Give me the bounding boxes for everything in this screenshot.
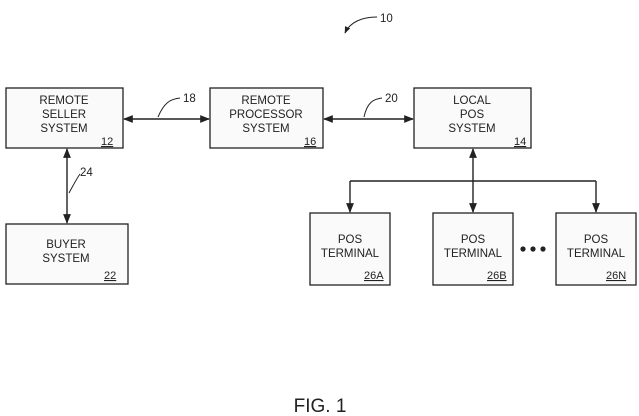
- ellipsis-dot: [520, 246, 525, 251]
- local-pos-system-box: LOCAL POS SYSTEM 14: [414, 88, 531, 148]
- pos-terminal-26b-number: 26B: [487, 270, 507, 282]
- remote-processor-line2: PROCESSOR: [229, 109, 303, 121]
- overall-reference: 10: [345, 13, 393, 33]
- local-pos-line1: LOCAL: [453, 95, 491, 107]
- buyer-line2: SYSTEM: [42, 253, 89, 265]
- link-24-leader: [69, 174, 80, 193]
- overall-ref-number: 10: [380, 13, 393, 25]
- ellipsis-dots: [520, 246, 545, 251]
- local-pos-terminal-bus: [350, 149, 596, 212]
- pos-terminal-26b-line1: POS: [461, 234, 486, 246]
- remote-processor-line3: SYSTEM: [242, 123, 289, 135]
- remote-processor-line1: REMOTE: [241, 95, 291, 107]
- link-processor-local: 20: [324, 93, 413, 119]
- link-18-number: 18: [183, 93, 196, 105]
- remote-processor-number: 16: [304, 136, 316, 148]
- ellipsis-dot: [540, 246, 545, 251]
- pos-terminal-26b-line2: TERMINAL: [444, 248, 503, 260]
- remote-seller-number: 12: [101, 136, 113, 148]
- pos-terminal-26a-number: 26A: [364, 270, 384, 282]
- ellipsis-dot: [530, 246, 535, 251]
- remote-seller-line1: REMOTE: [39, 95, 89, 107]
- pos-terminal-26a-box: POS TERMINAL 26A: [310, 213, 390, 285]
- pos-terminal-26n-number: 26N: [606, 270, 626, 282]
- pos-terminal-26n-line1: POS: [584, 234, 609, 246]
- overall-ref-leader: [345, 17, 377, 33]
- local-pos-line3: SYSTEM: [448, 123, 495, 135]
- pos-terminal-26n-box: POS TERMINAL 26N: [556, 213, 636, 285]
- remote-seller-line3: SYSTEM: [40, 123, 87, 135]
- pos-terminal-26b-box: POS TERMINAL 26B: [433, 213, 513, 285]
- link-seller-buyer: 24: [67, 149, 93, 223]
- remote-seller-system-box: REMOTE SELLER SYSTEM 12: [6, 88, 123, 148]
- pos-terminal-26a-line2: TERMINAL: [321, 248, 380, 260]
- link-18-leader: [158, 98, 180, 117]
- link-24-number: 24: [80, 167, 93, 179]
- figure-label: FIG. 1: [294, 396, 347, 416]
- pos-terminal-26n-line2: TERMINAL: [567, 248, 626, 260]
- buyer-number: 22: [104, 270, 116, 282]
- buyer-system-box: BUYER SYSTEM 22: [6, 224, 128, 284]
- remote-seller-line2: SELLER: [42, 109, 86, 121]
- buyer-line1: BUYER: [46, 239, 86, 251]
- pos-terminal-26a-line1: POS: [338, 234, 363, 246]
- remote-processor-system-box: REMOTE PROCESSOR SYSTEM 16: [210, 88, 323, 148]
- link-20-number: 20: [385, 93, 398, 105]
- link-seller-processor: 18: [124, 93, 209, 119]
- link-20-leader: [364, 98, 382, 117]
- local-pos-number: 14: [514, 136, 526, 148]
- local-pos-line2: POS: [460, 109, 485, 121]
